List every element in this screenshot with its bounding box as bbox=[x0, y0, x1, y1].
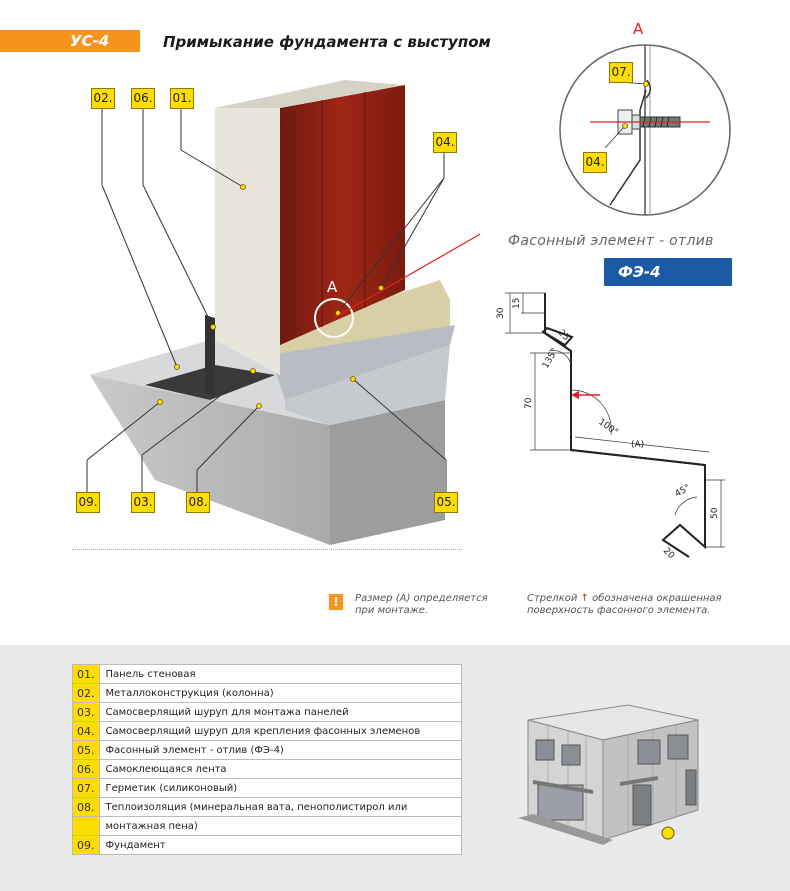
svg-text:(А): (А) bbox=[631, 440, 644, 450]
svg-text:50: 50 bbox=[710, 507, 720, 519]
svg-text:135°: 135° bbox=[541, 347, 561, 371]
page-title: Примыкание фундамента с выступом bbox=[163, 33, 491, 51]
callout-01: 01. bbox=[170, 88, 194, 109]
divider bbox=[72, 549, 462, 550]
foundation-base bbox=[90, 375, 330, 545]
steel-column bbox=[205, 315, 215, 395]
callout-05: 05. bbox=[434, 492, 458, 513]
callout-03: 03. bbox=[131, 492, 155, 513]
legend-row: 04.Самосверлящий шуруп для крепления фас… bbox=[72, 721, 462, 741]
callout-07: 07. bbox=[609, 62, 633, 83]
legend-row: монтажная пена) bbox=[72, 816, 462, 836]
legend-row: 03.Самосверлящий шуруп для монтажа панел… bbox=[72, 702, 462, 722]
legend-row: 07.Герметик (силиконовый) bbox=[72, 778, 462, 798]
foundation-right bbox=[330, 400, 445, 545]
legend-table: 01.Панель стеновая 02.Металлоконструкция… bbox=[72, 664, 462, 855]
section-code: УС-4 bbox=[70, 32, 110, 50]
section-code-tag: УС-4 bbox=[0, 30, 140, 52]
flashing-drip bbox=[285, 345, 450, 425]
profile-code: ФЭ-4 bbox=[604, 258, 732, 286]
legend-row: 01.Панель стеновая bbox=[72, 664, 462, 684]
red-arrow-icon: ↑ bbox=[580, 593, 589, 604]
legend-row: 08.Теплоизоляция (минеральная вата, пено… bbox=[72, 797, 462, 817]
flashing bbox=[270, 325, 455, 400]
callout-09: 09. bbox=[76, 492, 100, 513]
callout-04-detail: 04. bbox=[583, 152, 607, 173]
svg-text:15: 15 bbox=[512, 298, 522, 309]
legend-row: 02.Металлоконструкция (колонна) bbox=[72, 683, 462, 703]
arrow-note: Стрелкой ↑ обозначена окрашенная поверхн… bbox=[527, 593, 722, 616]
callout-04: 04. bbox=[433, 132, 457, 153]
profile-drawing: 30 15 25 135° 70 100° (А) 45° 50 20 bbox=[496, 292, 725, 561]
svg-text:45°: 45° bbox=[674, 483, 693, 500]
detail-a-label-main: А bbox=[327, 278, 338, 296]
callout-02: 02. bbox=[91, 88, 115, 109]
legend-row: 09.Фундамент bbox=[72, 835, 462, 855]
svg-text:20: 20 bbox=[661, 546, 676, 561]
panel-face bbox=[280, 85, 405, 345]
profile-title: Фасонный элемент - отлив bbox=[508, 233, 714, 249]
legend-row: 05.Фасонный элемент - отлив (ФЭ-4) bbox=[72, 740, 462, 760]
size-note: Размер (А) определяется при монтаже. bbox=[355, 593, 488, 616]
panel-front bbox=[215, 108, 280, 375]
detail-pointer-line bbox=[333, 233, 480, 319]
detail-a-label: А bbox=[633, 20, 644, 38]
svg-text:100°: 100° bbox=[596, 417, 620, 438]
callout-06: 06. bbox=[131, 88, 155, 109]
panel-top bbox=[215, 80, 405, 108]
detail-a-magnifier bbox=[559, 44, 731, 216]
detail-a-circle bbox=[314, 298, 354, 338]
building-illustration bbox=[518, 704, 699, 845]
callout-08: 08. bbox=[186, 492, 210, 513]
svg-text:70: 70 bbox=[524, 397, 534, 409]
warning-icon: ! bbox=[329, 594, 343, 610]
svg-text:30: 30 bbox=[496, 307, 506, 319]
legend-row: 06.Самоклеющаяся лента bbox=[72, 759, 462, 779]
junction-illustration: А bbox=[86, 80, 480, 545]
